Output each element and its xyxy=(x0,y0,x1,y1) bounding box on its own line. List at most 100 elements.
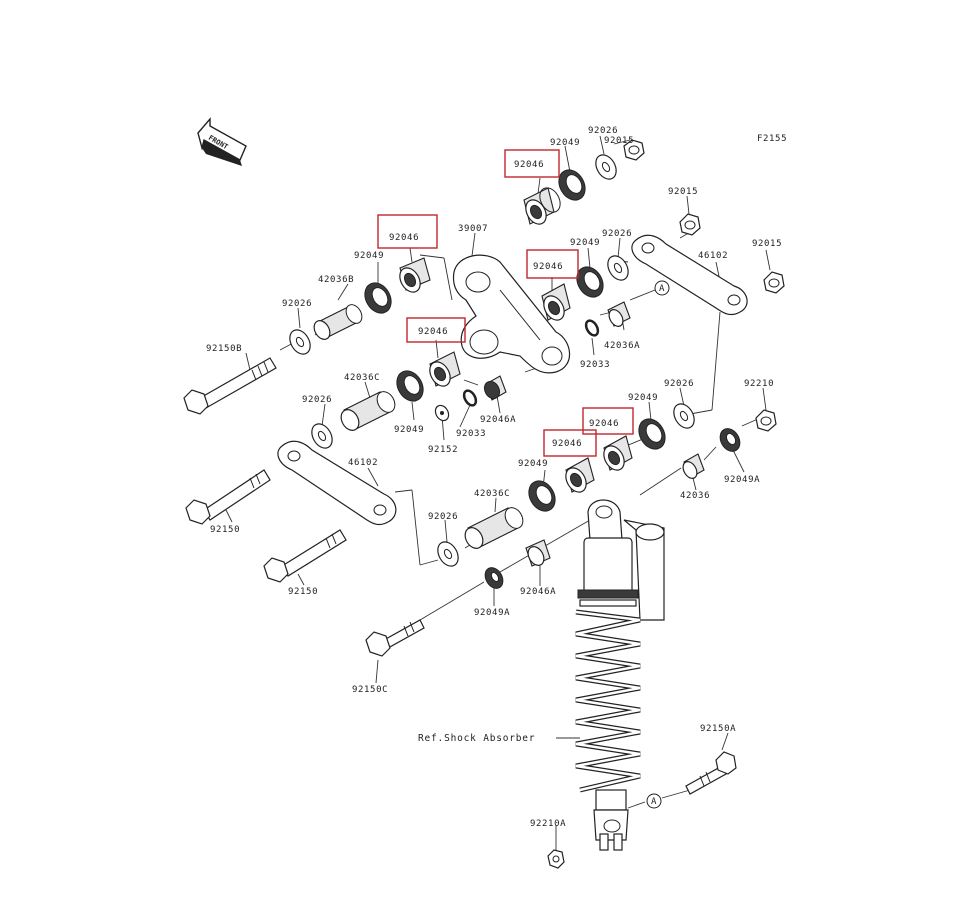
bolt-92150C xyxy=(365,619,425,657)
label-92026: 92026 xyxy=(302,395,332,405)
bearing-92046-left-upper xyxy=(399,257,431,293)
label-42036A: 42036A xyxy=(604,341,640,351)
highlight-box-92046-lower-right xyxy=(582,407,634,435)
bearing-92046A-center xyxy=(483,375,507,401)
bolt-92150-middle xyxy=(185,469,271,525)
svg-text:A: A xyxy=(659,284,665,294)
sleeve-42036C-upper xyxy=(340,391,396,431)
snap-ring-92033-center xyxy=(462,389,478,407)
label-92049A: 92049A xyxy=(724,475,760,485)
nut-92015-right-upper xyxy=(679,213,701,236)
bearing-92046-lower-right xyxy=(603,435,633,471)
seal-92049-lower xyxy=(528,480,556,512)
label-92015: 92015 xyxy=(752,239,782,249)
label-92049: 92049 xyxy=(550,138,580,148)
label-92015: 92015 xyxy=(604,136,634,146)
tie-rod-46102-left xyxy=(277,440,397,526)
label-92150B: 92150B xyxy=(206,344,242,354)
highlight-box-92046-mid xyxy=(526,249,579,279)
label-92049A: 92049A xyxy=(474,608,510,618)
collar-42036A xyxy=(607,301,631,327)
label-92049: 92049 xyxy=(518,459,548,469)
label-92150: 92150 xyxy=(210,525,240,535)
label-92210A: 92210A xyxy=(530,819,566,829)
label-92033: 92033 xyxy=(580,360,610,370)
snap-ring-92033-right xyxy=(584,319,600,337)
label-92046: 92046 xyxy=(514,160,544,170)
label-ref-shock-absorber: Ref.Shock Absorber xyxy=(418,733,535,744)
bolt-92150B xyxy=(183,357,277,415)
figure-code: F2155 xyxy=(757,134,787,144)
label-92046: 92046 xyxy=(389,233,419,243)
seal-92049A-lower xyxy=(484,567,504,589)
washer-92026-lower-left xyxy=(437,541,459,567)
washer-92026-left-upper xyxy=(289,329,311,355)
label-92046: 92046 xyxy=(418,327,448,337)
nut-92210A xyxy=(547,849,565,869)
highlight-box-92046-left-upper xyxy=(377,214,438,249)
nut-92015-top xyxy=(623,139,645,161)
bearing-92046-top xyxy=(523,187,561,225)
label-92026: 92026 xyxy=(588,126,618,136)
sleeve-42036B xyxy=(313,304,363,340)
label-92150: 92150 xyxy=(288,587,318,597)
part-labels: 92015 92026 92049 92046 92015 92015 4610… xyxy=(206,126,782,829)
reference-circle-A-bottom: A xyxy=(646,793,662,809)
seal-92049-top xyxy=(558,169,586,201)
label-92150A: 92150A xyxy=(700,724,736,734)
front-direction-arrow: FRONT xyxy=(197,117,247,166)
reference-circle-A-top: A xyxy=(654,280,670,296)
washer-92152 xyxy=(434,404,450,422)
label-46102: 46102 xyxy=(348,458,378,468)
rocker-arm-39007 xyxy=(452,254,571,374)
washer-92026-left-middle xyxy=(311,423,333,449)
sleeve-42036C-lower xyxy=(464,507,524,549)
bearing-92046A-lower xyxy=(525,539,551,567)
label-92033: 92033 xyxy=(456,429,486,439)
seal-92049-mid xyxy=(576,266,604,298)
bearing-92046-lower-left xyxy=(565,457,595,493)
label-42036B: 42036B xyxy=(318,275,354,285)
highlight-box-92046-top xyxy=(504,149,560,178)
label-92026: 92026 xyxy=(664,379,694,389)
label-92026: 92026 xyxy=(282,299,312,309)
collar-42036 xyxy=(682,453,705,479)
svg-text:A: A xyxy=(651,797,657,807)
label-92026: 92026 xyxy=(428,512,458,522)
label-42036C: 42036C xyxy=(474,489,510,499)
bolt-92150A xyxy=(685,751,737,795)
shock-absorber xyxy=(575,499,665,851)
label-46102: 46102 xyxy=(698,251,728,261)
label-42036C: 42036C xyxy=(344,373,380,383)
label-92046: 92046 xyxy=(533,262,563,272)
label-92150C: 92150C xyxy=(352,685,388,695)
label-92026: 92026 xyxy=(602,229,632,239)
tie-rod-46102-right xyxy=(631,234,748,316)
bearing-92046-left-lower xyxy=(429,351,461,387)
seal-92049-right-lower xyxy=(638,418,666,450)
bearing-92046-mid xyxy=(541,283,571,321)
seal-92049-center-left xyxy=(396,370,424,402)
washer-92026-mid xyxy=(607,255,629,281)
nut-92015-right-lower xyxy=(763,271,785,294)
label-92046: 92046 xyxy=(589,419,619,429)
highlight-box-92046-lower-left xyxy=(543,429,597,457)
nut-92210 xyxy=(755,409,777,432)
label-92049: 92049 xyxy=(628,393,658,403)
label-39007: 39007 xyxy=(458,224,488,234)
label-92210: 92210 xyxy=(744,379,774,389)
label-92152: 92152 xyxy=(428,445,458,455)
washer-92026-right-lower xyxy=(673,403,695,429)
label-92049: 92049 xyxy=(394,425,424,435)
bolt-92150-lower xyxy=(263,529,347,583)
label-92046A: 92046A xyxy=(520,587,556,597)
seal-92049A-right xyxy=(719,428,741,452)
label-92049: 92049 xyxy=(354,251,384,261)
label-92015: 92015 xyxy=(668,187,698,197)
washer-92026-top xyxy=(595,154,617,180)
label-92046: 92046 xyxy=(552,439,582,449)
seal-92049-left-upper xyxy=(364,282,392,314)
label-42036: 42036 xyxy=(680,491,710,501)
